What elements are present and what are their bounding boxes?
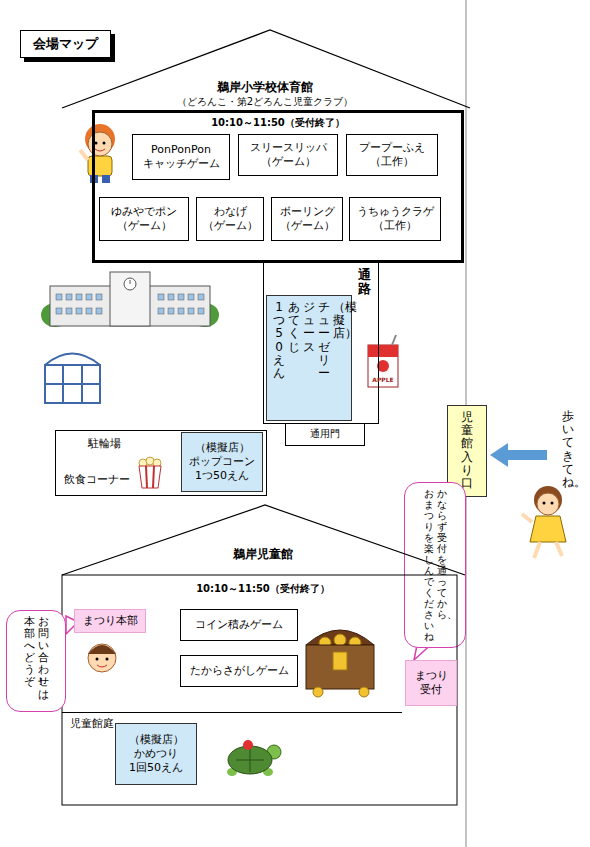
node-text: 児童館庭 — [70, 717, 114, 731]
hall-yard: （模擬店） かめつり 1回50えん児童館庭 — [62, 712, 402, 806]
booth-box: うちゅうクラゲ （工作） — [349, 197, 441, 241]
boy-figure — [80, 124, 115, 183]
booth-box: ボーリング （ゲーム） — [271, 197, 343, 241]
node-text: あてくじ — [288, 301, 300, 354]
booth-box: ゆみやでポン （ゲーム） — [99, 197, 189, 241]
node-text: （模擬店） — [333, 301, 345, 341]
node-text: 児童館入り口 — [461, 411, 473, 490]
girl-figure — [522, 486, 566, 558]
stall-box: （模擬店） ポップコーン 1つ50えん — [181, 432, 263, 492]
school-building — [41, 272, 219, 327]
bike-parking-region: （模擬店） ポップコーン 1つ50えん 駐輪場飲食コーナー — [55, 430, 267, 496]
node-text: お問い合わせは — [38, 616, 49, 701]
gate-box: 通用門 — [285, 423, 365, 446]
node-text: （模擬店） ポップコーン 1つ50えん — [185, 441, 259, 482]
node-text: たからさがしゲーム — [190, 664, 289, 678]
juice-label: APPLE — [369, 376, 397, 383]
game-box: たからさがしゲーム — [180, 655, 298, 687]
node-text: かならず受付を通ってから、 — [437, 488, 447, 620]
stall-box: （模擬店） かめつり 1回50えん — [115, 723, 197, 785]
walk-arrow — [490, 443, 547, 467]
node-text: 駐輪場 — [88, 437, 121, 451]
jungle-gym — [45, 354, 100, 404]
node-text: 飲食コーナー — [64, 473, 130, 487]
gym-building: PonPonPon キャッチゲームスリースリッパ （ゲーム） プープーふえ （工作… — [58, 28, 472, 268]
node-text: チューゼリー — [318, 301, 330, 380]
juice-box — [368, 335, 398, 387]
node-text: 1つ 50えん — [273, 301, 285, 380]
stall-box: （模擬店）チューゼリージュースあてくじ1つ 50えん — [266, 295, 352, 421]
node-text: プープーふえ （工作） — [350, 141, 434, 169]
node-text: （どろんこ・第2どろんこ児童クラブ） — [58, 96, 472, 109]
headquarters-box: まつり本部 — [74, 609, 146, 633]
node-text: 10:10～11:50（受付終了） — [95, 117, 461, 130]
node-text: 鵜岸児童館 — [58, 547, 468, 562]
gym-floor: PonPonPon キャッチゲームスリースリッパ （ゲーム） プープーふえ （工作… — [92, 110, 464, 263]
node-text: まつり本部 — [83, 614, 138, 628]
node-text: まつり 受付 — [409, 669, 453, 697]
booth-box: PonPonPon キャッチゲーム — [132, 134, 230, 180]
node-text: 通路 — [358, 268, 371, 297]
node-text: ゆみやでポン （ゲーム） — [103, 205, 185, 233]
popcorn-icon — [139, 457, 161, 488]
info-callout: お問い合わせは本部へどうぞ！ — [6, 610, 66, 712]
node-text: スリースリッパ （ゲーム） — [242, 141, 334, 169]
childrens-hall: まつり本部コイン積みゲームたからさがしゲームまつり 受付（模擬店） かめつり 1… — [58, 503, 468, 808]
node-text: （模擬店） かめつり 1回50えん — [119, 733, 193, 774]
turtle — [227, 740, 281, 776]
booth-box: わなげ （ゲーム） — [196, 197, 264, 241]
reception-box: まつり 受付 — [405, 660, 457, 706]
node-text: コイン積みゲーム — [195, 618, 283, 632]
node-text: ジュース — [303, 301, 315, 354]
booth-box: スリースリッパ （ゲーム） — [238, 134, 338, 176]
node-text: 鵜岸小学校体育館 — [58, 80, 472, 95]
node-text: 10:10～11:50（受付終了） — [58, 583, 468, 596]
passage-region: （模擬店）チューゼリージュースあてくじ1つ 50えん通路 — [263, 262, 379, 424]
node-text: PonPonPon キャッチゲーム — [136, 143, 226, 171]
treasure-chest — [306, 630, 374, 697]
node-text: ボーリング （ゲーム） — [275, 205, 339, 233]
node-text: わなげ （ゲーム） — [200, 205, 260, 233]
boy-face — [88, 644, 116, 672]
map-title: 会場マップ — [20, 30, 111, 58]
node-text: おまつりを楽しんでくださいね — [424, 488, 434, 642]
walk-note: 歩いてきてね。 — [562, 410, 574, 489]
node-text: 通用門 — [310, 428, 340, 441]
node-text: 本部へどうぞ！ — [24, 616, 35, 689]
booth-box: プープーふえ （工作） — [346, 134, 438, 176]
game-box: コイン積みゲーム — [180, 609, 298, 641]
node-text: うちゅうクラゲ （工作） — [353, 205, 437, 233]
